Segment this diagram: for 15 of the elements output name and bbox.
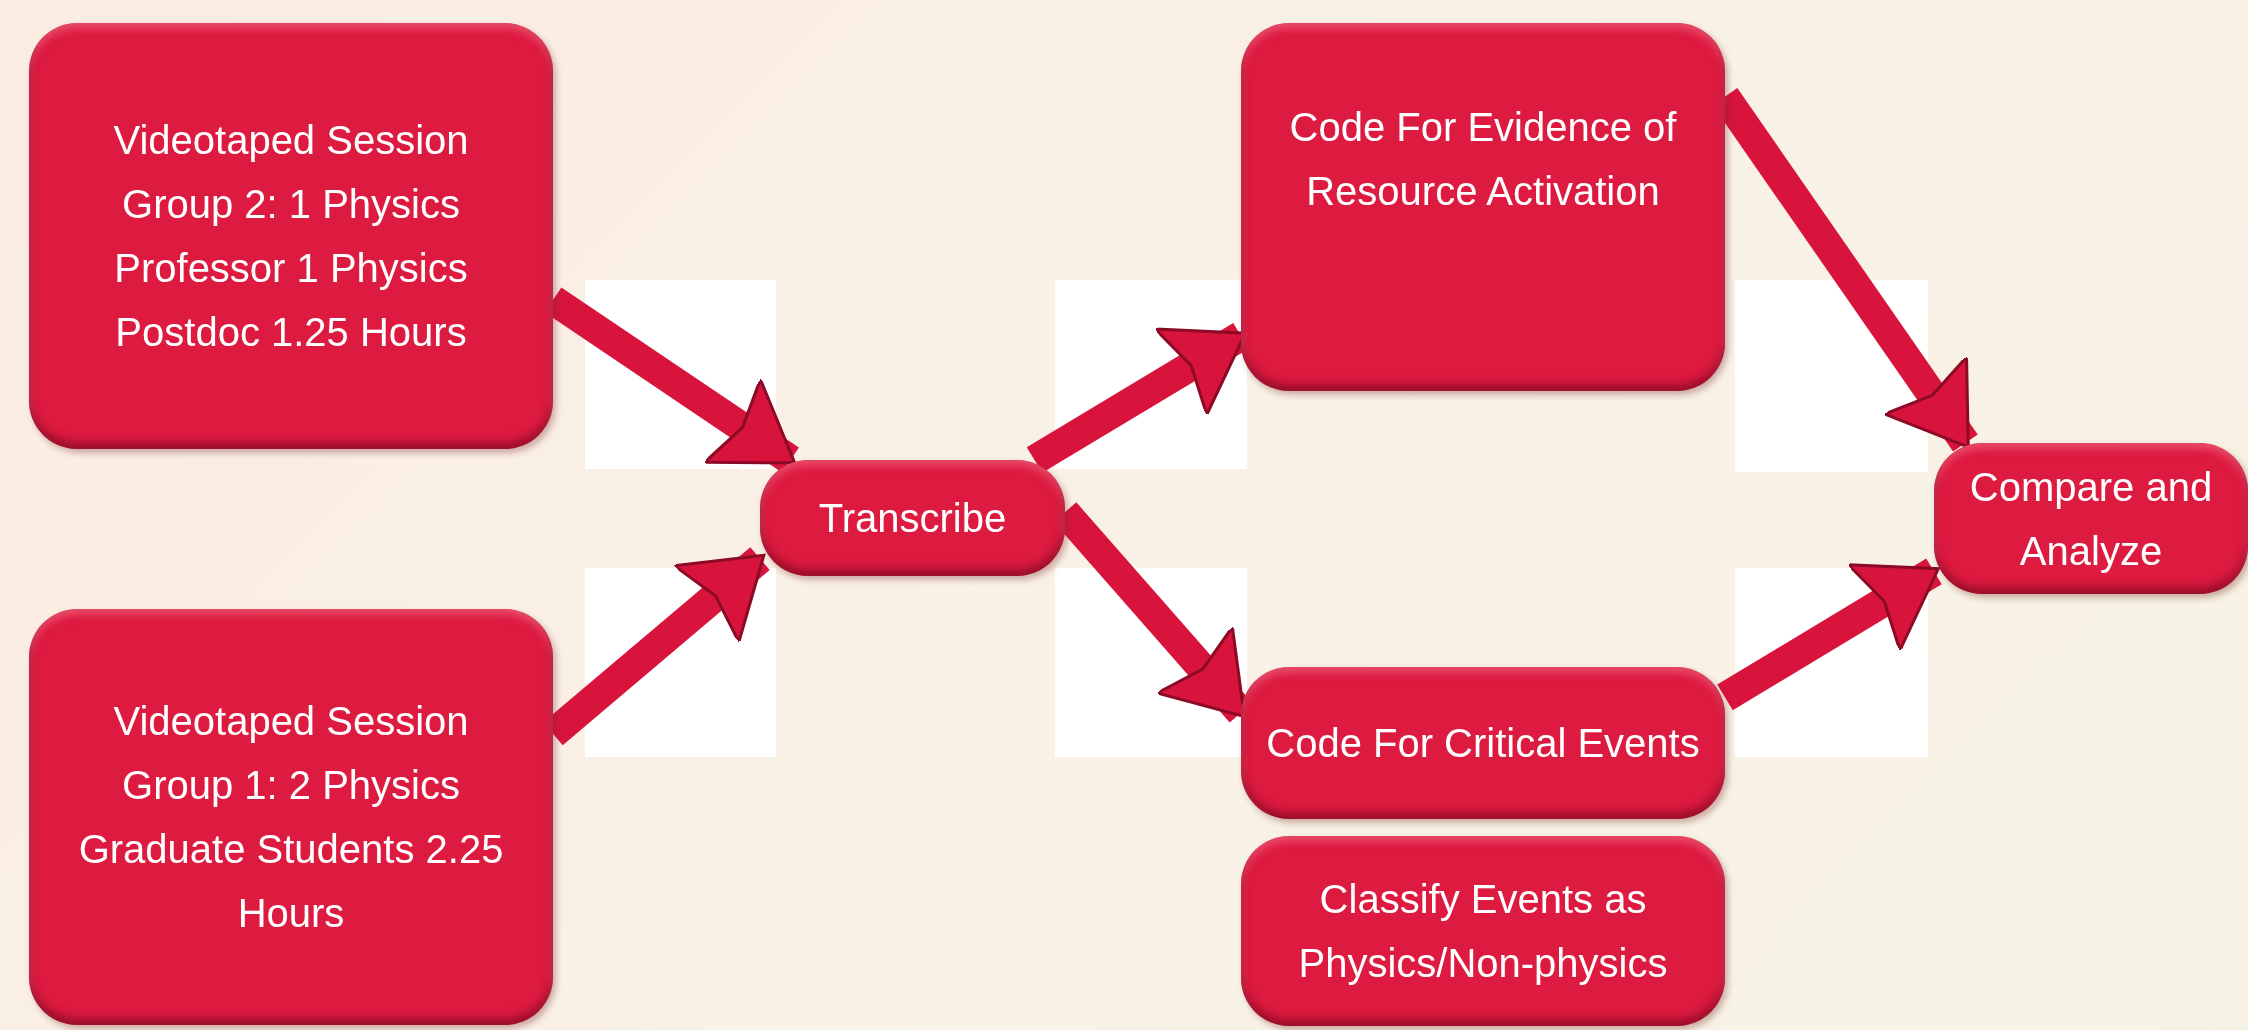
process-box [1934,443,2248,594]
fat-arrow [1717,558,1942,711]
box-text: Compare and Analyze [1968,463,2214,575]
process-box [1241,667,1725,819]
box-text: Videotaped Session Group 2: 1 Physics Professor 1 Physics Postdoc 1.25 Hours [112,117,470,356]
box-text: Transcribe [818,495,1007,542]
box-text: Code For Evidence of Resource Activation [1288,104,1678,215]
process-box [29,23,553,449]
box-text: Code For Critical Events [1266,720,1700,767]
process-box [1241,23,1725,391]
process-box [1241,836,1725,1026]
box-text: Videotaped Session Group 1: 2 Physics Graduate Students 2.25 Hours [77,698,505,937]
process-box [760,460,1065,576]
process-box [29,609,553,1025]
box-text: Classify Events as Physics/Non-physics [1297,876,1669,987]
